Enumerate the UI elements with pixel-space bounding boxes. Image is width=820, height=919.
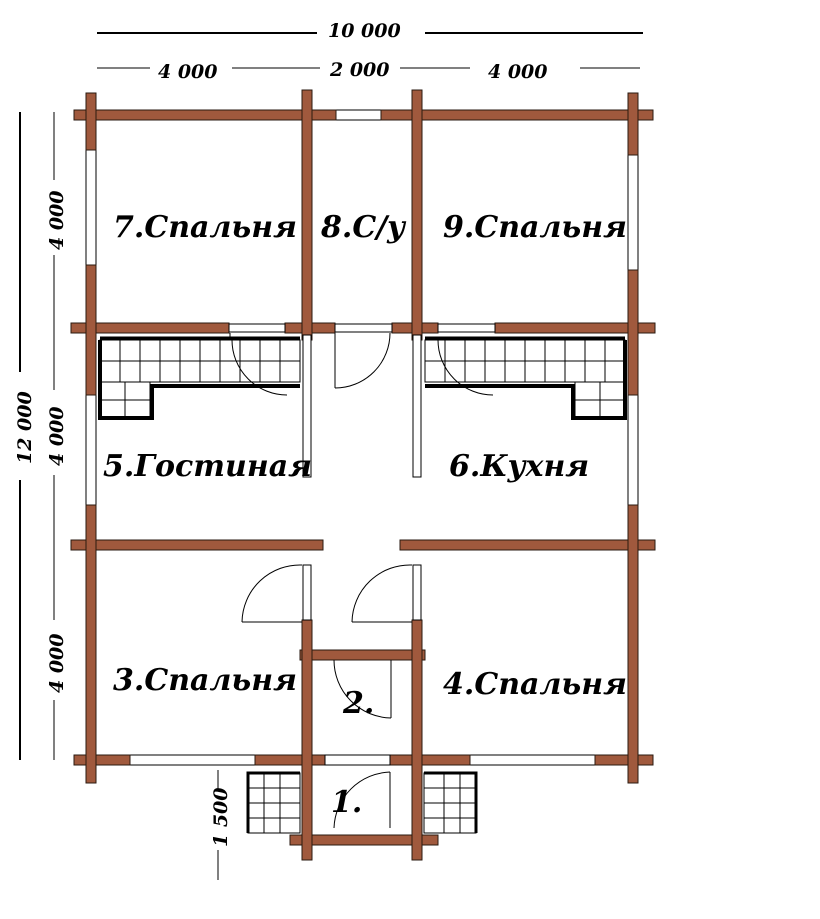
porch-stairs-right [423,771,478,834]
door-living-stairs [229,333,288,396]
room-label-bedroom-9: 9.Спальня [443,210,627,245]
dim-bottom-height: 4 000 [46,634,68,694]
window-bottom-left [129,754,256,766]
dim-total-height: 12 000 [14,391,36,464]
dim-middle-height: 4 000 [46,407,68,467]
staircase-right [424,336,627,420]
porch-stairs-left [246,771,301,834]
door-bedroom-4 [351,564,413,623]
room-label-kitchen-6: 6.Кухня [449,449,589,484]
room-label-toilet-8: 8.С/у [320,210,407,245]
dimension-lines [19,32,643,880]
room-label-bedroom-7: 7.Спальня [113,210,297,245]
doors [229,332,494,829]
staircase-left [98,336,301,420]
window-right-top [627,154,639,271]
dim-middle-width: 2 000 [329,59,390,81]
dim-right-width: 4 000 [488,61,548,83]
window-bottom-right [469,754,596,766]
door-kitchen-stairs [437,339,494,396]
corridor-partitions [228,323,496,766]
dim-top-height: 4 000 [46,191,68,251]
room-label-living-5: 5.Гостиная [103,449,312,484]
window-left-middle [85,394,97,506]
room-label-bedroom-3: 3.Спальня [113,663,297,698]
window-top-middle [335,109,382,121]
room-label-bedroom-4: 4.Спальня [443,667,627,702]
door-toilet [334,332,391,389]
door-bedroom-3 [241,564,303,623]
dim-total-width: 10 000 [328,20,401,42]
window-left-top [85,149,97,266]
door-entrance [333,771,391,829]
dim-left-width: 4 000 [158,61,218,83]
window-right-middle [627,394,639,506]
log-walls [70,89,656,861]
room-label-hall-2: 2. [342,686,374,721]
room-label-porch-1: 1. [331,785,362,820]
door-hall [333,659,392,719]
dim-porch-depth: 1 500 [210,788,232,848]
